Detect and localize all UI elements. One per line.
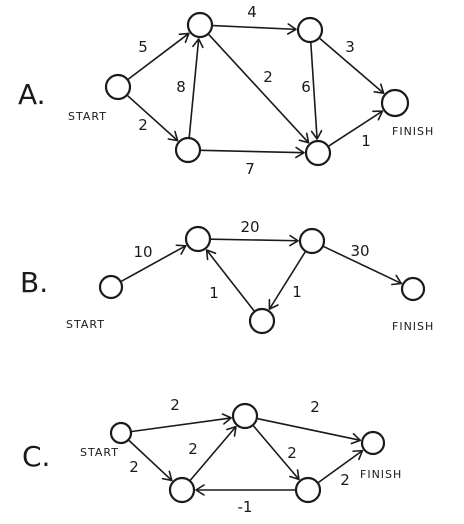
edge-b-a-b <box>210 238 299 242</box>
edge-weight: 10 <box>133 243 152 261</box>
edge-b-b-finish <box>323 245 402 285</box>
finish-label: FINISH <box>392 320 434 333</box>
edge-weight: 8 <box>176 78 186 96</box>
edge-weight: 2 <box>138 116 148 134</box>
edge-weight: 1 <box>292 283 302 301</box>
arrowhead <box>352 449 364 461</box>
edge-weight: 7 <box>245 160 255 178</box>
arrowhead <box>298 132 310 144</box>
finish-label: FINISH <box>392 125 434 138</box>
edge-weight: 6 <box>301 78 311 96</box>
edge-c-start-b <box>128 439 173 482</box>
node-a-start <box>104 73 132 101</box>
node-a-b <box>174 136 202 164</box>
edge-weight: 2 <box>170 396 180 414</box>
edge-weight: 2 <box>287 444 297 462</box>
node-c-b <box>168 476 196 504</box>
edge-a-c-finish <box>319 37 385 94</box>
edge-weight: 20 <box>240 218 259 236</box>
edge-c-c-finish <box>318 449 363 484</box>
arrowhead <box>310 129 323 140</box>
arrowhead <box>167 130 179 142</box>
edge-c-a-c <box>252 425 300 480</box>
node-a-c <box>296 16 324 44</box>
start-label: START <box>68 110 107 123</box>
edge-a-b-a <box>188 38 200 138</box>
arrowhead <box>268 298 279 310</box>
arrowhead <box>295 146 305 159</box>
edge-weight: 1 <box>361 132 371 150</box>
arrowhead <box>192 38 204 49</box>
node-c-c <box>294 476 322 504</box>
edge-weight: 1 <box>209 284 219 302</box>
panel-label: A. <box>18 78 46 111</box>
arrowhead <box>221 413 232 425</box>
edge-a-start-b <box>127 95 179 142</box>
arrowhead <box>372 110 384 121</box>
arrowhead <box>350 432 362 445</box>
edge-a-d-finish <box>328 110 383 147</box>
arrowhead <box>161 470 173 482</box>
edge-weight: 5 <box>138 38 148 56</box>
arrowhead <box>195 484 205 496</box>
edge-a-a-c <box>212 24 297 31</box>
start-label: START <box>80 446 119 459</box>
node-b-finish <box>400 276 426 302</box>
arrowhead <box>391 274 403 286</box>
edge-a-start-a <box>127 32 190 80</box>
arrowhead <box>289 469 300 481</box>
edge-weight: 30 <box>350 242 369 260</box>
node-b-c <box>248 307 276 335</box>
edge-a-b-d <box>200 149 305 154</box>
arrowhead <box>289 234 299 247</box>
edge-b-start-a <box>121 245 187 282</box>
edge-weight: 2 <box>188 440 198 458</box>
arrowhead <box>175 244 187 255</box>
edge-a-a-d <box>208 34 310 144</box>
node-a-a <box>186 11 214 39</box>
node-a-finish <box>380 88 410 118</box>
edge-c-a-finish <box>257 417 361 442</box>
node-c-start <box>109 421 133 445</box>
panel-label: C. <box>22 440 50 473</box>
edge-weight: 2 <box>340 471 350 489</box>
edge-c-b-a <box>189 426 237 481</box>
panel-label: B. <box>20 266 48 299</box>
node-b-start <box>98 274 124 300</box>
edge-c-start-a <box>131 417 232 433</box>
edge-weight: -1 <box>238 498 253 516</box>
finish-label: FINISH <box>360 468 402 481</box>
edge-weight: 2 <box>263 68 273 86</box>
edge-weight: 3 <box>345 38 355 56</box>
arrowhead <box>178 32 190 44</box>
edge-weight: 4 <box>247 3 257 21</box>
edge-weight: 2 <box>310 398 320 416</box>
edge-b-b-c <box>268 251 306 310</box>
node-a-d <box>304 139 332 167</box>
arrowhead <box>286 23 297 35</box>
node-b-a <box>184 225 212 253</box>
arrowhead <box>205 249 217 261</box>
node-c-a <box>231 402 259 430</box>
node-b-b <box>298 227 326 255</box>
edge-weight: 2 <box>129 458 139 476</box>
edge-a-c-d <box>310 42 318 140</box>
arrowhead <box>373 83 385 95</box>
edge-b-c-a <box>205 249 255 312</box>
start-label: START <box>66 318 105 331</box>
arrowhead <box>226 425 237 437</box>
node-c-finish <box>360 430 386 456</box>
panel-a: A. 5 2 8 4 2 7 6 3 1 START FINISH <box>18 3 434 178</box>
